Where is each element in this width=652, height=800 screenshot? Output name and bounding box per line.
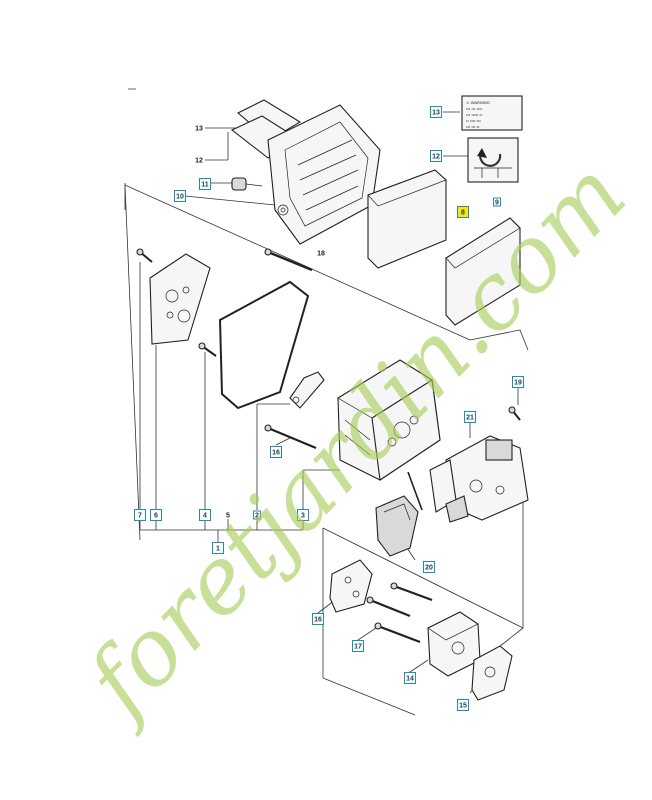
bracket-arm xyxy=(289,371,325,409)
callout-box xyxy=(457,699,469,711)
filter-elements xyxy=(367,169,521,326)
callout-box xyxy=(404,672,416,684)
callout-14: 14 xyxy=(404,672,416,684)
air-filter-housing xyxy=(337,359,441,481)
callout-box xyxy=(423,561,435,573)
callout-11: 11 xyxy=(199,178,211,190)
callout-20: 20 xyxy=(423,561,435,573)
callout-number: 18 xyxy=(317,251,325,258)
callout-15: 15 xyxy=(457,699,469,711)
long-bolt xyxy=(264,248,313,272)
warning-label-heading: ⚠ WARNING xyxy=(466,100,490,105)
callout-12: 12 xyxy=(430,150,442,162)
callout-16: 16 xyxy=(270,446,282,458)
callout-number: 17 xyxy=(354,644,362,651)
callout-19: 19 xyxy=(512,376,524,388)
callout-box xyxy=(512,376,524,388)
callout-16: 16 xyxy=(312,613,324,625)
gasket-seal xyxy=(218,280,310,410)
svg-text:•• •••• •••: •• •••• ••• xyxy=(466,118,481,123)
callout-4: 4 xyxy=(199,509,211,521)
callout-8: 8 xyxy=(457,206,469,218)
callout-number: 1 xyxy=(216,546,220,553)
svg-text:••• ••• ••: ••• ••• •• xyxy=(466,124,480,129)
callout-number: 11 xyxy=(201,182,209,189)
callout-number: 12 xyxy=(432,154,440,161)
callout-6: 6 xyxy=(150,509,162,521)
callout-box xyxy=(312,613,324,625)
callout-3: 3 xyxy=(297,509,309,521)
intake-gasket xyxy=(329,559,373,613)
manifold-gasket xyxy=(471,645,513,701)
callout-labels: 13 12 11 10 13 12 8 9 18 19 21 16 7 6 4 5 2 3 1 20 16 17 14 15 xyxy=(134,106,524,711)
bolt-16-upper xyxy=(264,424,317,450)
callout-number: 6 xyxy=(154,513,158,520)
callout-box xyxy=(199,178,211,190)
intake-manifold xyxy=(427,611,481,677)
callout-box xyxy=(457,206,469,218)
callout-box xyxy=(199,509,211,521)
callout-number: 16 xyxy=(314,617,322,624)
callout-number: 12 xyxy=(195,158,203,165)
choke-linkage xyxy=(407,471,469,523)
callout-12: 12 xyxy=(195,158,203,165)
knob-11 xyxy=(231,177,263,191)
screw-4 xyxy=(198,342,217,357)
callout-number: 15 xyxy=(459,703,467,710)
warning-label: ⚠ WARNING ••• ••• •••• ••• ••••• •• •• •… xyxy=(461,95,523,131)
bracket-20 xyxy=(375,495,419,557)
callout-number: 21 xyxy=(466,415,474,422)
callout-box xyxy=(297,509,309,521)
callout-box xyxy=(253,510,261,520)
callout-1: 1 xyxy=(212,542,224,554)
callout-box xyxy=(430,106,442,118)
screw-19 xyxy=(508,406,521,421)
callout-number: 3 xyxy=(301,513,305,520)
callout-box xyxy=(212,542,224,554)
callout-box xyxy=(493,197,501,207)
callout-box xyxy=(464,411,476,423)
callout-box xyxy=(174,190,186,202)
callout-5: 5 xyxy=(226,513,230,520)
callout-box xyxy=(352,640,364,652)
screw-7 xyxy=(136,248,153,263)
callout-9: 9 xyxy=(493,197,501,207)
callout-number: 4 xyxy=(203,513,207,520)
callout-box xyxy=(150,509,162,521)
callout-number: 13 xyxy=(432,110,440,117)
callout-21: 21 xyxy=(464,411,476,423)
air-filter-cover xyxy=(267,104,381,245)
callout-13: 13 xyxy=(195,126,203,133)
callout-2: 2 xyxy=(253,510,261,520)
callout-number: 13 xyxy=(195,126,203,133)
callout-number: 10 xyxy=(176,194,184,201)
callout-number: 20 xyxy=(425,565,433,572)
callout-box xyxy=(430,150,442,162)
decal-12 xyxy=(467,137,519,183)
callout-number: 16 xyxy=(272,450,280,457)
gasket-plate xyxy=(149,253,211,345)
svg-text:••• ••• ••••: ••• ••• •••• xyxy=(466,106,483,111)
callout-number: 2 xyxy=(255,513,259,520)
callout-number: 5 xyxy=(226,513,230,520)
carburetor xyxy=(429,435,529,521)
callout-box xyxy=(270,446,282,458)
callout-box xyxy=(134,509,146,521)
callout-17: 17 xyxy=(352,640,364,652)
leader-lines xyxy=(124,111,529,716)
svg-text:••• ••••• ••: ••• ••••• •• xyxy=(466,112,483,117)
callout-number: 14 xyxy=(406,676,414,683)
callout-10: 10 xyxy=(174,190,186,202)
callout-13: 13 xyxy=(430,106,442,118)
callout-number: 9 xyxy=(495,200,499,207)
callout-number: 7 xyxy=(138,513,142,520)
bolts-17 xyxy=(366,582,433,644)
callout-number: 8 xyxy=(461,210,465,217)
callout-7: 7 xyxy=(134,509,146,521)
callout-18: 18 xyxy=(317,251,325,258)
callout-number: 19 xyxy=(514,380,522,387)
